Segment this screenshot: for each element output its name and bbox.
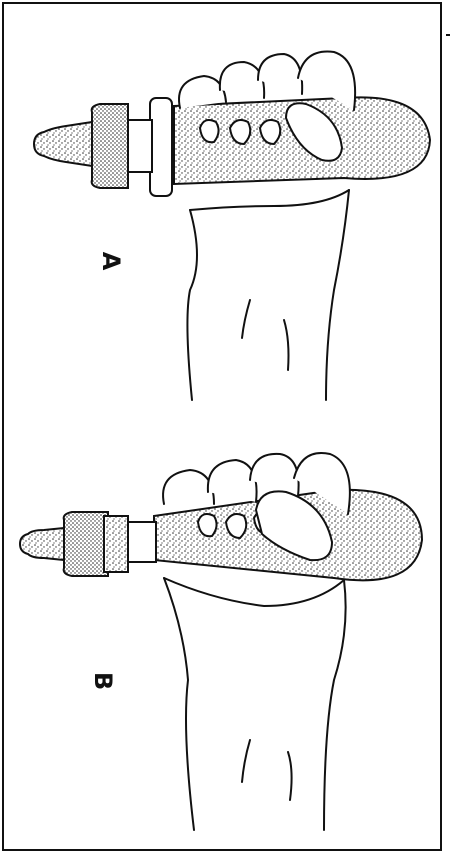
bottle-cap bbox=[64, 512, 108, 576]
nipple bbox=[20, 528, 64, 560]
nipple bbox=[34, 122, 92, 166]
bottle-cap bbox=[92, 104, 128, 188]
panel-a: A bbox=[4, 20, 440, 420]
panel-b: B bbox=[4, 430, 440, 840]
frame-tick-mark bbox=[446, 34, 450, 36]
collar-ring bbox=[150, 98, 172, 196]
bottle-a bbox=[34, 97, 430, 196]
bottle-b bbox=[20, 490, 422, 581]
panel-b-label: B bbox=[88, 666, 118, 696]
panel-b-illustration bbox=[4, 430, 440, 840]
panel-a-illustration bbox=[4, 20, 440, 420]
panel-a-label: A bbox=[96, 246, 126, 276]
